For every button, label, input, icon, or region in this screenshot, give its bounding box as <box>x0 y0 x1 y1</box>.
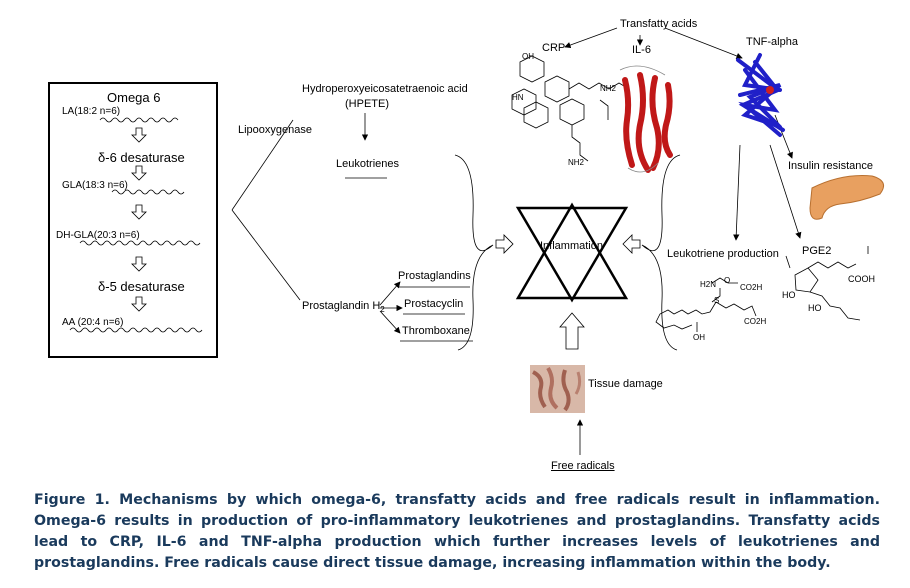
leuko-h2n-label: H2N <box>700 280 717 289</box>
delta5-desaturase-label: δ-5 desaturase <box>98 279 185 294</box>
leuko-co2h2-label: CO2H <box>744 317 767 326</box>
inflammation-star <box>515 202 629 303</box>
il6-label: IL-6 <box>632 44 651 56</box>
pge2-label: PGE2 <box>802 245 832 257</box>
omega6-box <box>48 82 218 358</box>
leukotriene-structure <box>655 277 757 332</box>
leuko-o-label: O <box>724 276 731 285</box>
hpete-label: Hydroperoxyeicosatetraenoic acid <box>302 83 468 95</box>
prostacyclin-label: Prostacyclin <box>404 298 464 310</box>
leuko-co2h-label: CO2H <box>740 283 763 292</box>
leukotrienes-label: Leukotrienes <box>336 158 399 170</box>
crp-oh-label: OH <box>522 52 534 61</box>
tnf-protein <box>736 53 785 137</box>
insulin-resistance-label: Insulin resistance <box>788 160 873 172</box>
crp-nh2-label: NH2 <box>600 84 617 93</box>
prostaglandins-label: Prostaglandins <box>398 270 471 282</box>
crp-molecule <box>511 55 630 162</box>
pathway-lines <box>231 27 802 455</box>
crp-nh2b-label: NH2 <box>568 158 585 167</box>
hollow-arrows <box>495 234 641 350</box>
braces <box>454 154 681 351</box>
transfatty-acids-label: Transfatty acids <box>620 18 698 30</box>
free-radicals-label: Free radicals <box>551 460 615 472</box>
tnf-alpha-label: TNF-alpha <box>746 36 798 48</box>
gla-label: GLA(18:3 n=6) <box>62 180 128 191</box>
thromboxane-label: Thromboxane <box>402 325 470 337</box>
tissue-damage-label: Tissue damage <box>588 378 663 390</box>
la-label: LA(18:2 n=6) <box>62 106 121 117</box>
lipooxygenase-label: Lipooxygenase <box>238 124 313 136</box>
leuko-oh-label: OH <box>693 333 705 342</box>
tissue-damage-image <box>530 365 585 413</box>
inflammation-label: Inflammation <box>540 240 603 252</box>
pge2-structure <box>785 246 869 321</box>
fatty-acid-chains <box>69 117 203 333</box>
hpete-abbrev-label: (HPETE) <box>345 98 389 110</box>
tnf-red-residue <box>766 86 774 94</box>
h2-subscript: 2 <box>380 305 385 315</box>
dhgla-label: DH-GLA(20:3 n=6) <box>56 230 140 241</box>
crp-label: CRP <box>542 42 566 54</box>
leuko-s-label: S <box>714 296 720 305</box>
figure-caption: Figure 1. Mechanisms by which omega-6, t… <box>34 492 880 571</box>
aa-label: AA (20:4 n=6) <box>62 317 124 328</box>
crp-hn-label: HN <box>512 93 524 102</box>
omega6-title: Omega 6 <box>107 90 161 105</box>
pancreas-image <box>809 175 885 220</box>
prostaglandin-h2-label: Prostaglandin H2 <box>302 300 385 315</box>
leukotriene-production-label: Leukotriene production <box>667 248 779 260</box>
omega-box-down-arrows <box>131 127 147 312</box>
il6-protein <box>622 72 673 173</box>
pge2-ho-label: HO <box>782 290 796 300</box>
pge2-ho2-label: HO <box>808 303 822 313</box>
pge2-cooh-label: COOH <box>848 274 875 284</box>
il6-protein-loops <box>619 65 666 173</box>
delta6-desaturase-label: δ-6 desaturase <box>98 150 185 165</box>
